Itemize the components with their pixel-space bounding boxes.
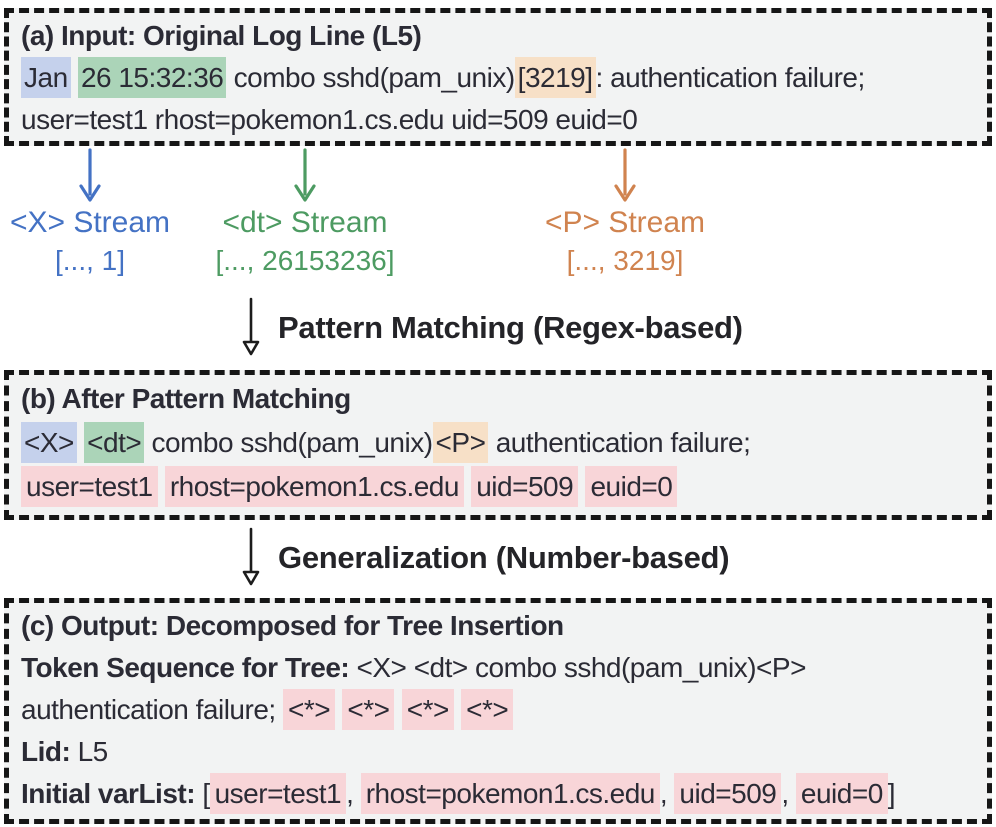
highlighted-token-pink: user=test1 — [21, 466, 158, 507]
highlighted-token-pink: rhost=pokemon1.cs.edu — [164, 466, 464, 507]
log-text: , — [781, 778, 796, 809]
log-text: Initial varList: — [21, 778, 196, 809]
generalization-step-label: Generalization (Number-based) — [278, 540, 730, 575]
generalization-arrow-icon — [242, 527, 260, 586]
after-pattern-matching-box: (b) After Pattern Matching <X> <dt> comb… — [4, 370, 992, 520]
highlighted-token-pink: user=test1 — [209, 773, 347, 814]
highlighted-token-pink: uid=509 — [471, 466, 579, 507]
log-text: , — [659, 778, 675, 809]
box-c-title: (c) Output: Decomposed for Tree Insertio… — [21, 610, 564, 641]
x-stream: <X> Stream [..., 1] — [2, 148, 178, 280]
highlighted-token-pink: euid=0 — [585, 466, 678, 507]
varlist-line: Initial varList: [user=test1, rhost=poke… — [21, 773, 975, 815]
highlighted-token-blue: <X> — [21, 422, 77, 463]
highlighted-token-blue: Jan — [21, 57, 71, 98]
log-text: Lid: — [21, 736, 71, 767]
x-stream-label: <X> Stream — [9, 206, 171, 239]
highlighted-token-green: 26 15:32:36 — [77, 57, 227, 98]
token-sequence-line: Token Sequence for Tree: <X> <dt> combo … — [21, 647, 975, 731]
dt-stream-arrow-icon — [294, 148, 316, 202]
highlighted-token-pink: <*> — [342, 689, 395, 730]
p-stream-arrow-icon — [614, 148, 636, 202]
p-stream-value: [..., 3219] — [566, 245, 684, 276]
highlighted-token-green: <dt> — [84, 422, 145, 463]
highlighted-token-pink: <*> — [461, 689, 514, 730]
dt-stream-label: <dt> Stream — [222, 206, 388, 239]
pattern-matching-arrow-icon — [242, 297, 260, 356]
dt-stream-value: [..., 26153236] — [215, 245, 395, 276]
log-text: Token Sequence for Tree: — [21, 652, 350, 683]
x-stream-value: [..., 1] — [54, 245, 126, 276]
highlighted-token-pink: euid=0 — [795, 773, 888, 814]
log-text — [158, 471, 165, 502]
x-stream-arrow-icon — [79, 148, 101, 202]
highlighted-token-orange: [3219] — [514, 57, 596, 98]
log-text — [394, 694, 401, 725]
log-text: , — [346, 778, 361, 809]
p-stream: <P> Stream [..., 3219] — [534, 148, 716, 280]
box-a-title: (a) Input: Original Log Line (L5) — [21, 20, 422, 51]
lid-line: Lid: L5 — [21, 731, 975, 773]
log-text: authentication failure; — [488, 427, 751, 458]
log-text: combo sshd(pam_unix) — [144, 427, 434, 458]
highlighted-token-pink: <*> — [401, 689, 454, 730]
p-stream-label: <P> Stream — [544, 206, 706, 239]
log-text: authentication failure; — [21, 694, 283, 725]
log-text: user=test1 rhost=pokemon1.cs.edu uid=509… — [21, 104, 638, 135]
highlighted-token-pink: uid=509 — [674, 773, 782, 814]
box-b-log-line: <X> <dt> combo sshd(pam_unix)<P> authent… — [21, 421, 975, 509]
log-text: <X> <dt> combo sshd(pam_unix)<P> — [349, 652, 807, 683]
log-text: ] — [887, 778, 896, 809]
log-text: L5 — [70, 736, 109, 767]
pattern-matching-step-label: Pattern Matching (Regex-based) — [278, 310, 743, 345]
log-text — [71, 62, 78, 93]
log-text: : authentication failure; — [595, 62, 866, 93]
output-box: (c) Output: Decomposed for Tree Insertio… — [4, 598, 992, 824]
box-b-title: (b) After Pattern Matching — [21, 383, 351, 414]
input-log-box: (a) Input: Original Log Line (L5) Jan 26… — [4, 8, 992, 146]
highlighted-token-pink: rhost=pokemon1.cs.edu — [360, 773, 660, 814]
box-a-log-line: Jan 26 15:32:36 combo sshd(pam_unix)[321… — [21, 57, 975, 141]
dt-stream: <dt> Stream [..., 26153236] — [212, 148, 398, 280]
log-text: [ — [195, 778, 210, 809]
highlighted-token-pink: <*> — [282, 689, 336, 730]
highlighted-token-orange: <P> — [432, 422, 489, 463]
log-text: combo sshd(pam_unix) — [226, 62, 516, 93]
